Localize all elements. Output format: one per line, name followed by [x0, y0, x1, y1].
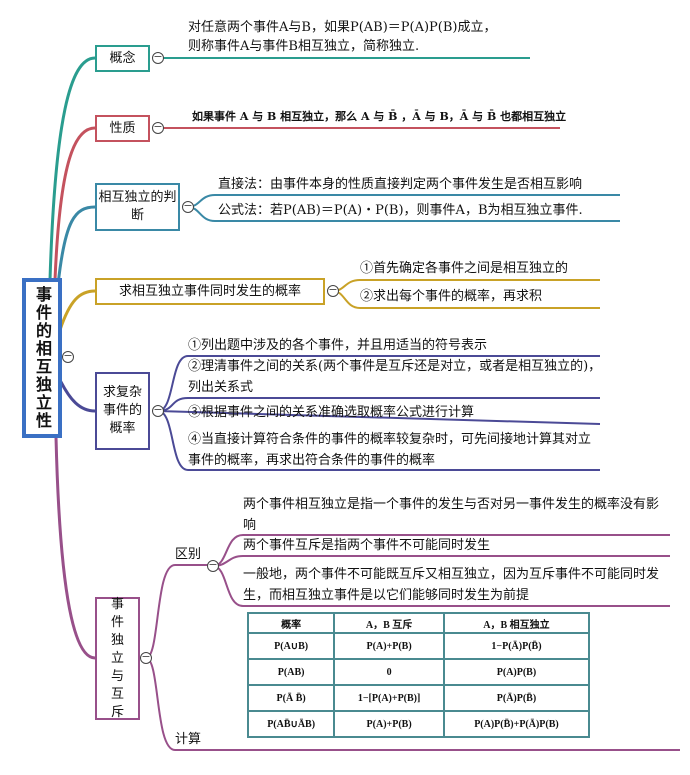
simul-item: ①首先确定各事件之间是相互独立的 — [360, 261, 569, 276]
calc-label[interactable]: 计算 — [175, 732, 202, 747]
collapse-icon[interactable]: − — [62, 349, 74, 363]
table-header: A，B 互斥 — [333, 612, 445, 634]
collapse-icon[interactable]: − — [182, 199, 194, 213]
node-concept[interactable]: 概念 — [95, 45, 150, 72]
collapse-icon[interactable]: − — [327, 283, 339, 297]
central-topic[interactable]: 事件的相互独立性 — [22, 278, 62, 438]
cell: 1−P(Ā)P(B̄) — [442, 632, 591, 660]
cell: P(A)+P(B) — [333, 632, 445, 660]
diff-item: 两个事件相互独立是指一个事件的发生与否对另一事件发生的概率没有影响 — [243, 497, 660, 533]
concept-line-1: 对任意两个事件A与B，如果P(AB)＝P(A)P(B)成立， — [188, 20, 497, 35]
judge-item: 公式法：若P(AB)＝P(A)・P(B)，则事件A，B为相互独立事件. — [218, 203, 583, 218]
node-simul[interactable]: 求相互独立事件同时发生的概率 — [95, 278, 325, 305]
node-property[interactable]: 性质 — [95, 115, 150, 142]
node-judge[interactable]: 相互独立的判断 — [95, 183, 180, 231]
cell: P(A)P(B̄)+P(Ā)P(B) — [442, 710, 591, 738]
cell: 1−[P(A)+P(B)] — [333, 684, 445, 712]
cell: P(Ā)P(B̄) — [442, 684, 591, 712]
collapse-icon[interactable]: − — [152, 50, 164, 64]
simul-item: ②求出每个事件的概率，再求积 — [360, 289, 543, 304]
cell: P(AB) — [246, 658, 336, 686]
property-text: 如果事件 A 与 B 相互独立，那么 A 与 B̄ ，Ā 与 B，Ā 与 B̄ … — [192, 110, 567, 123]
cell: 0 — [333, 658, 445, 686]
cell: P(A)+P(B) — [333, 710, 445, 738]
collapse-icon[interactable]: − — [152, 120, 164, 134]
cell: P(A)P(B) — [442, 658, 591, 686]
diff-item: 两个事件互斥是指两个事件不可能同时发生 — [243, 538, 491, 553]
collapse-icon[interactable]: − — [152, 403, 164, 417]
complex-item: ③根据事件之间的关系准确选取概率公式进行计算 — [188, 405, 475, 420]
cell: P(A∪B) — [246, 632, 336, 660]
cell: P(Ā B̄) — [246, 684, 336, 712]
complex-item: ②理清事件之间的关系(两个事件是互斥还是对立，或者是相互独立的)，列出关系式 — [188, 359, 602, 395]
node-complex[interactable]: 求复杂事件的概率 — [95, 372, 150, 450]
collapse-icon[interactable]: − — [140, 650, 152, 664]
table-row: P(Ā B̄)1−[P(A)+P(B)]P(Ā)P(B̄) — [246, 684, 591, 712]
diff-item: 一般地，两个事件不可能既互斥又相互独立，因为互斥事件不可能同时发生，而相互独立事… — [243, 567, 660, 603]
concept-line-2: 则称事件A与事件B相互独立，简称独立. — [188, 39, 420, 54]
table-row: P(A∪B)P(A)+P(B)1−P(Ā)P(B̄) — [246, 632, 591, 660]
diff-label[interactable]: 区别 — [175, 547, 202, 562]
judge-item: 直接法：由事件本身的性质直接判定两个事件发生是否相互影响 — [218, 177, 583, 192]
node-relation[interactable]: 事件独立与互斥 — [95, 597, 140, 720]
cell: P(AB̄∪ĀB) — [246, 710, 336, 738]
table-header: A，B 相互独立 — [442, 612, 591, 634]
complex-item: ④当直接计算符合条件的事件的概率较复杂时，可先间接地计算其对立事件的概率，再求出… — [188, 432, 592, 468]
table-header: 概率 — [246, 612, 336, 634]
collapse-icon[interactable]: − — [207, 558, 219, 572]
table-row: P(AB̄∪ĀB)P(A)+P(B)P(A)P(B̄)+P(Ā)P(B) — [246, 710, 591, 738]
complex-item: ①列出题中涉及的各个事件，并且用适当的符号表示 — [188, 338, 488, 353]
